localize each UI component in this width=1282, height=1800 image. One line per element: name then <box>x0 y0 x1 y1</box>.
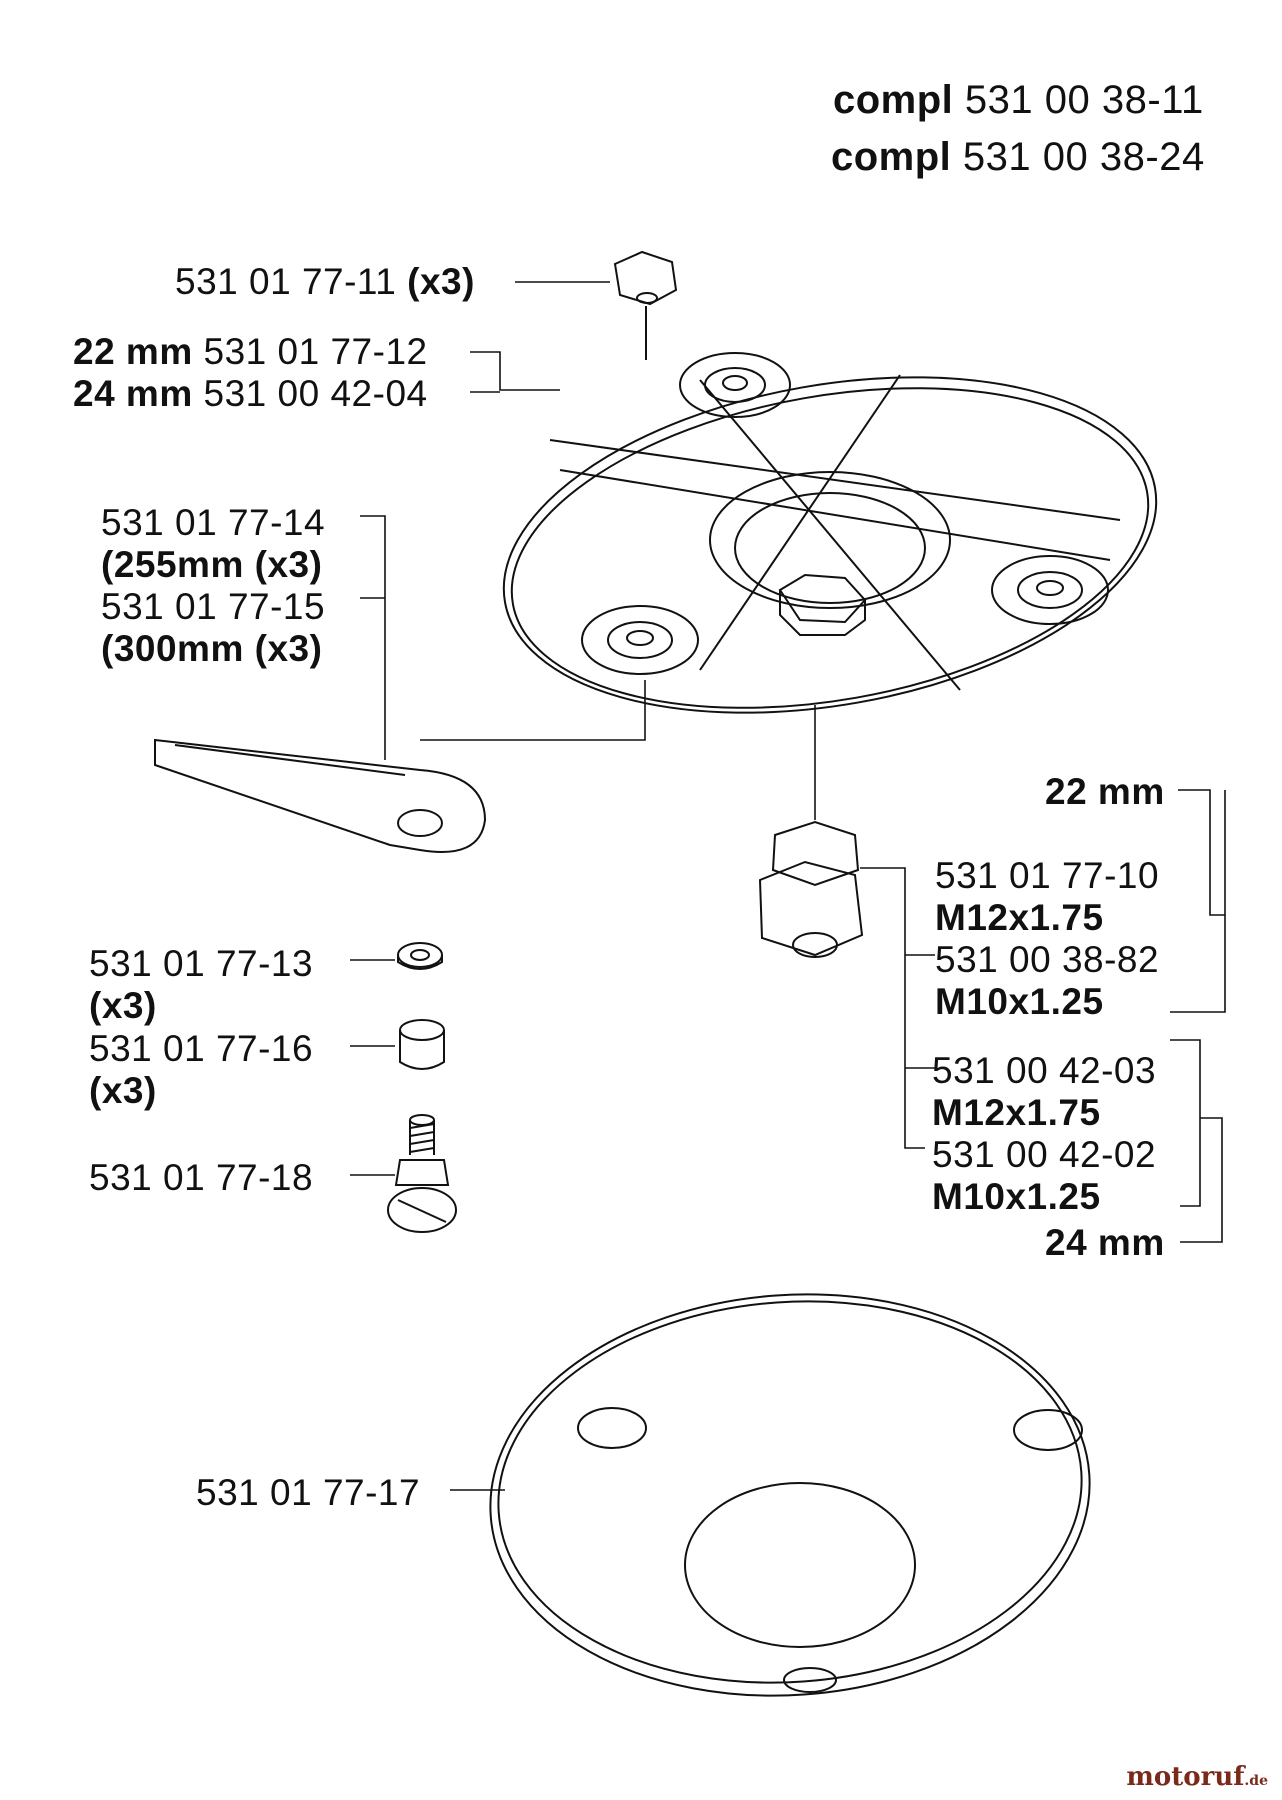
hub-disc <box>502 352 1158 714</box>
label-nut-top: 531 01 77-11 (x3) <box>175 261 475 302</box>
assembly-code-1: compl 531 00 38-11 <box>833 78 1204 122</box>
label-nut24-b-code: 531 00 42-02 <box>932 1134 1157 1175</box>
label-blade-300-code: 531 01 77-15 <box>101 586 326 627</box>
label-nut22-a-thread: M12x1.75 <box>935 897 1104 938</box>
washer <box>397 942 443 970</box>
label-washer-qty: (x3) <box>89 985 157 1026</box>
hub-nut <box>758 820 864 958</box>
sleeve <box>399 1019 445 1070</box>
label-nut24-a-code: 531 00 42-03 <box>932 1050 1157 1091</box>
label-size-24: 24 mm <box>1045 1222 1165 1263</box>
blade <box>154 738 487 853</box>
label-nut22-b-code: 531 00 38-82 <box>935 939 1160 980</box>
label-nut24-a-thread: M12x1.75 <box>932 1092 1101 1133</box>
screw <box>387 1114 457 1233</box>
label-disc-22: 22 mm 531 01 77-12 <box>73 331 428 372</box>
label-washer-code: 531 01 77-13 <box>89 943 314 984</box>
label-sleeve-code: 531 01 77-16 <box>89 1028 314 1069</box>
label-blade-255-code: 531 01 77-14 <box>101 502 326 543</box>
label-nut24-b-thread: M10x1.25 <box>932 1176 1101 1217</box>
label-disc-24: 24 mm 531 00 42-04 <box>73 373 428 414</box>
label-blade-255-note: (255mm (x3) <box>101 544 323 585</box>
label-blade-300-note: (300mm (x3) <box>101 628 323 669</box>
label-nut22-b-thread: M10x1.25 <box>935 981 1104 1022</box>
watermark-logo: motoruf.de <box>1126 1762 1268 1792</box>
label-cover-code: 531 01 77-17 <box>196 1472 421 1513</box>
leader-lines <box>350 281 1226 1491</box>
label-screw-code: 531 01 77-18 <box>89 1157 314 1198</box>
label-sleeve-qty: (x3) <box>89 1070 157 1111</box>
assembly-code-2: compl 531 00 38-24 <box>831 135 1205 179</box>
top-nut <box>613 250 678 360</box>
label-size-22: 22 mm <box>1045 771 1165 812</box>
label-nut22-a-code: 531 01 77-10 <box>935 855 1160 896</box>
cover-disc <box>489 1293 1091 1697</box>
